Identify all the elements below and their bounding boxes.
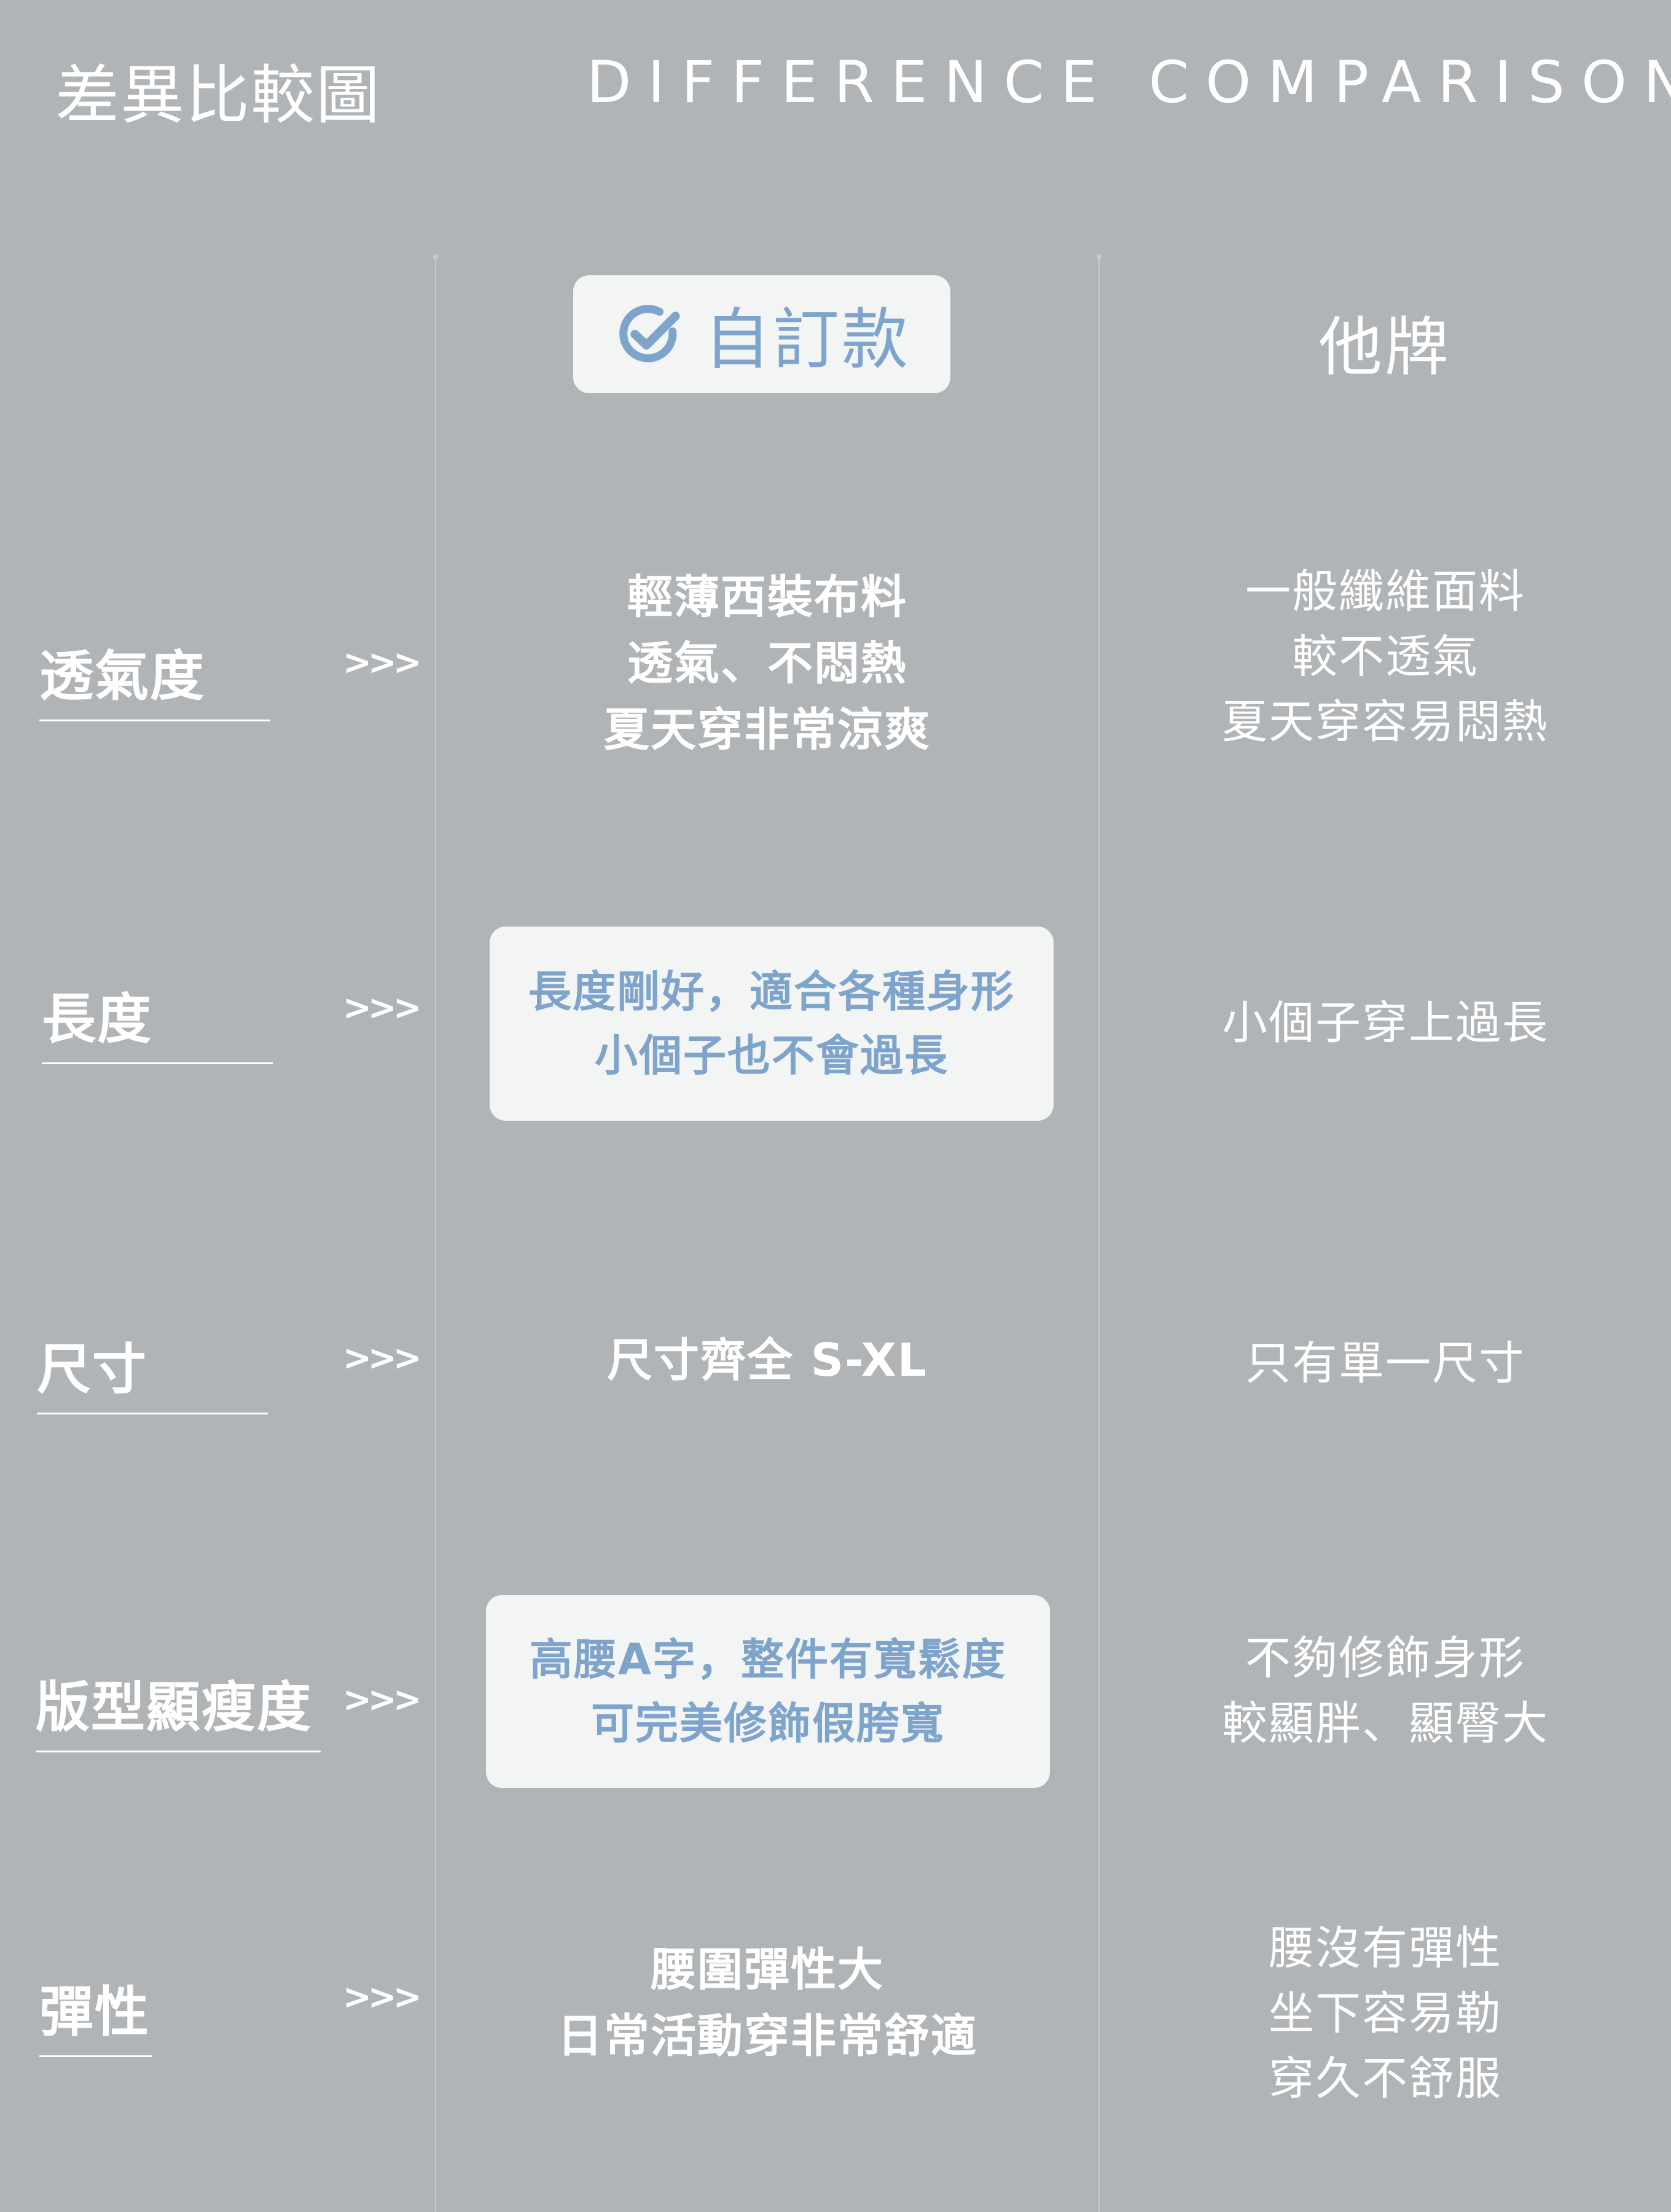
column-divider-left — [433, 254, 438, 2212]
ours-cell-breathability: 輕薄西裝布料 透氣、不悶熱 夏天穿非常涼爽 — [436, 564, 1098, 763]
row-label-size: 尺寸 — [37, 1326, 268, 1414]
row-arrow-breathability: >>> — [343, 643, 422, 683]
theirs-cell-line: 腰沒有彈性 — [1269, 1922, 1502, 1975]
theirs-cell-silhouette: 不夠修飾身形 較顯胖、顯臀大 — [1100, 1626, 1671, 1756]
ours-cell-line: 日常活動穿非常舒適 — [557, 2010, 977, 2063]
page-title: 差異比較圖 — [55, 58, 382, 133]
ours-cell-line: 夏天穿非常涼爽 — [604, 704, 931, 756]
ours-cell-size: 尺寸齊全 S-XL — [436, 1327, 1098, 1394]
check-circle-icon — [619, 305, 680, 363]
theirs-cell-elasticity: 腰沒有彈性 坐下容易勒 穿久不舒服 — [1100, 1916, 1671, 2111]
theirs-cell-length: 小個子穿上過長 — [1100, 990, 1671, 1056]
ours-cell-line: 腰圍彈性大 — [651, 1943, 884, 1996]
theirs-cell-breathability: 一般纖維面料 較不透氣 夏天穿容易悶熱 — [1100, 559, 1671, 755]
ours-cell-line: 尺寸齊全 S-XL — [607, 1334, 928, 1387]
ours-cell-line: 長度剛好，適合各種身形 — [528, 967, 1015, 1017]
theirs-cell-line: 較顯胖、顯臀大 — [1222, 1697, 1549, 1750]
row-arrow-elasticity: >>> — [343, 1977, 422, 2017]
theirs-cell-line: 小個子穿上過長 — [1222, 997, 1549, 1049]
column-divider-right — [1097, 254, 1102, 2212]
theirs-cell-line: 穿久不舒服 — [1269, 2052, 1502, 2105]
ours-cell-line: 可完美修飾假胯寬 — [591, 1698, 945, 1749]
theirs-cell-line: 不夠修飾身形 — [1245, 1632, 1525, 1685]
row-label-silhouette: 版型顯瘦度 — [36, 1664, 321, 1752]
row-label-elasticity: 彈性 — [39, 1969, 152, 2057]
ours-cell-silhouette: 高腰A字，整件有寬鬆度 可完美修飾假胯寬 — [486, 1595, 1050, 1788]
ours-cell-length: 長度剛好，適合各種身形 小個子也不會過長 — [490, 927, 1054, 1121]
ours-cell-line: 小個子也不會過長 — [595, 1030, 949, 1081]
theirs-cell-size: 只有單一尺寸 — [1100, 1331, 1671, 1396]
page-subtitle: DIFFERENCE COMPARISON — [587, 49, 1671, 116]
row-arrow-silhouette: >>> — [343, 1680, 422, 1720]
row-arrow-size: >>> — [343, 1338, 422, 1378]
row-label-length: 長度 — [42, 976, 273, 1064]
row-label-breathability: 透氣度 — [39, 633, 270, 721]
theirs-cell-line: 夏天穿容易悶熱 — [1222, 696, 1549, 748]
theirs-cell-line: 坐下容易勒 — [1269, 1987, 1502, 2040]
ours-column-header: 自訂款 — [573, 275, 950, 393]
ours-cell-line: 輕薄西裝布料 — [627, 571, 907, 624]
theirs-cell-line: 一般纖維面料 — [1245, 565, 1525, 618]
theirs-cell-line: 較不透氣 — [1292, 630, 1479, 683]
ours-column-label: 自訂款 — [703, 302, 910, 378]
ours-cell-line: 高腰A字，整件有寬鬆度 — [529, 1634, 1007, 1685]
ours-cell-elasticity: 腰圍彈性大 日常活動穿非常舒適 — [436, 1937, 1098, 2069]
ours-cell-line: 透氣、不悶熱 — [627, 637, 907, 690]
row-arrow-length: >>> — [343, 988, 422, 1028]
theirs-column-header: 他牌 — [1318, 310, 1451, 385]
theirs-cell-line: 只有單一尺寸 — [1245, 1337, 1525, 1390]
